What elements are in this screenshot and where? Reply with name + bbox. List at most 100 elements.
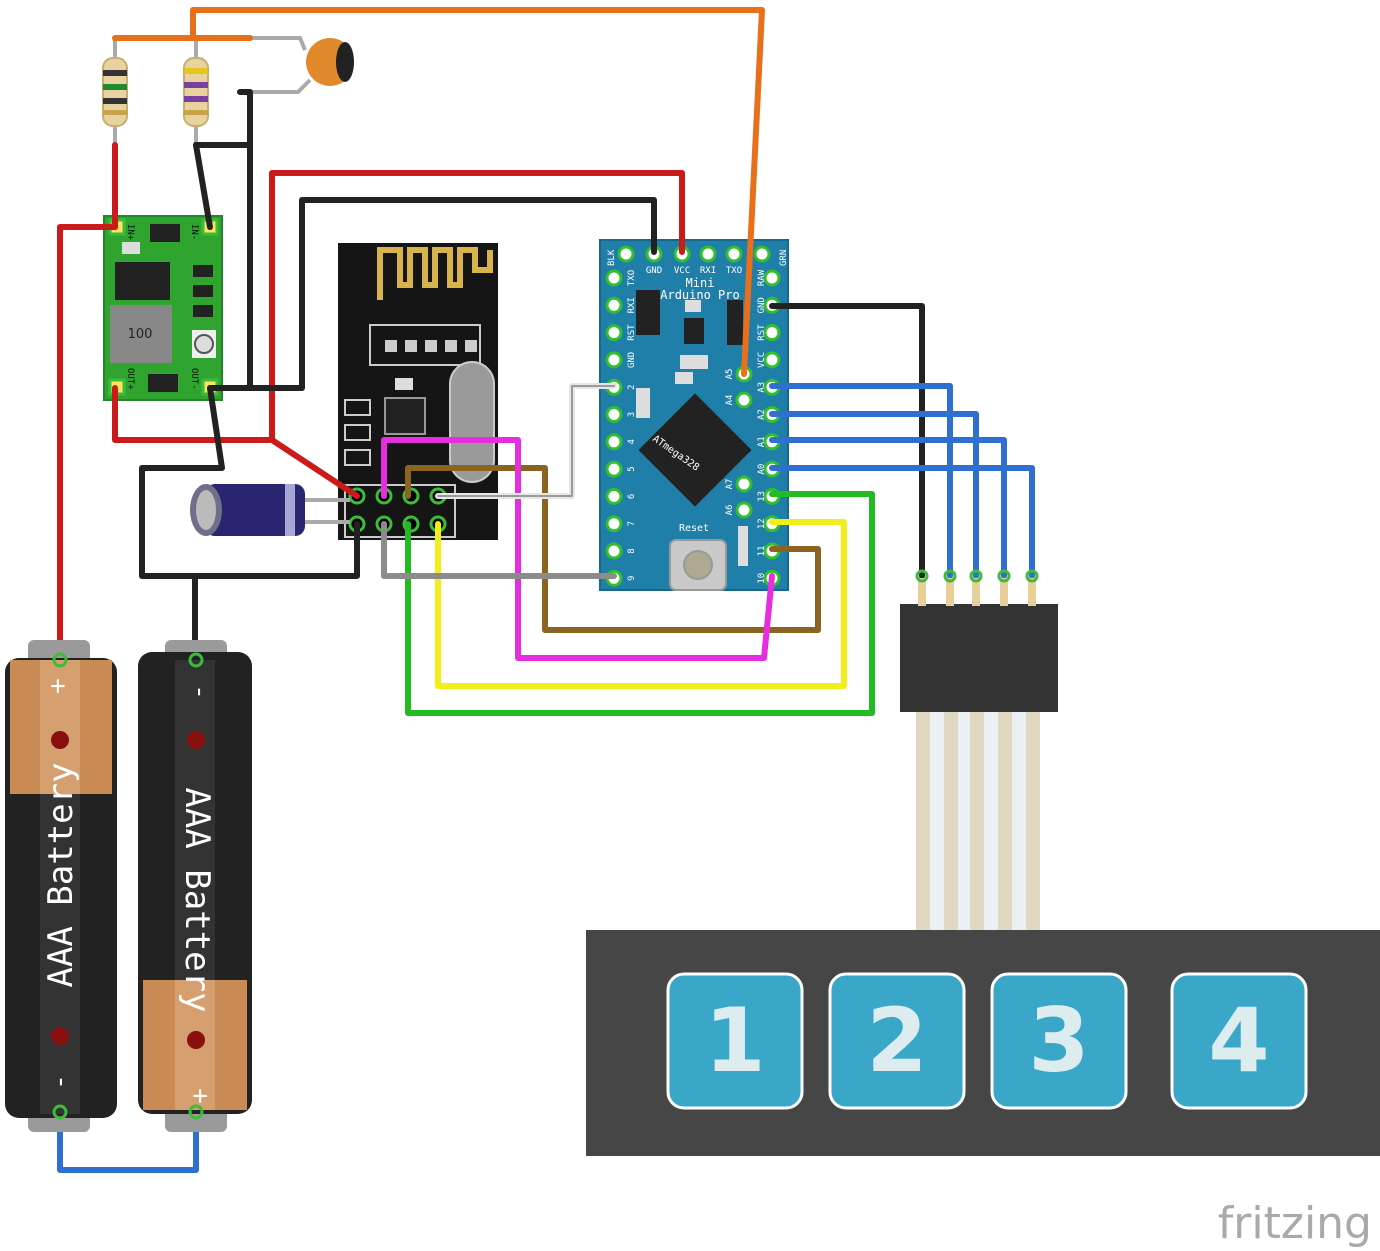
wire-brown-11 (405, 465, 821, 633)
board-name-line2: Arduino Pro (660, 288, 739, 302)
pin-hole (699, 245, 717, 263)
wire-blue-a1 (769, 437, 1007, 579)
pin-hole (605, 296, 623, 314)
pin-label: 12 (757, 518, 767, 529)
pin-label: RXI (627, 297, 637, 313)
wire-black-gnd (207, 197, 657, 391)
in-plus-label: IN+ (125, 224, 135, 241)
ceramic-capacitor (240, 36, 354, 94)
pin-hole (605, 406, 623, 423)
pin-label: A3 (757, 382, 767, 393)
pin-hole (763, 351, 781, 369)
pin-label: VCC (757, 352, 767, 368)
keypad-key-1[interactable]: 1 (666, 972, 804, 1110)
key-face[interactable] (666, 972, 804, 1110)
key-face[interactable] (1170, 972, 1308, 1110)
keypad-key-2[interactable]: 2 (828, 972, 966, 1110)
pin-label: RST (757, 324, 767, 341)
pin-label: A5 (725, 369, 735, 380)
pin-hole (735, 501, 753, 519)
wire-black-in (193, 142, 213, 230)
converter-ic (115, 262, 170, 300)
battery-1: AAA Battery + - (5, 640, 117, 1132)
pin-label: GND (627, 352, 637, 368)
wire-black-keypad (769, 303, 925, 579)
out-minus-label: OUT- (189, 368, 199, 390)
key-face[interactable] (828, 972, 966, 1110)
wire-green-13 (405, 491, 875, 716)
wire-black-nrf (139, 385, 360, 579)
keypad-connector (900, 569, 1058, 932)
pin-label: 7 (627, 521, 637, 526)
pin-label: 8 (627, 548, 637, 553)
pin-label: VCC (674, 266, 690, 276)
key-label: 4 (1208, 989, 1269, 1092)
resistor-1 (102, 38, 128, 145)
pin-hole (725, 245, 743, 263)
battery-2-label: AAA Battery (177, 787, 217, 1012)
fritzing-watermark: fritzing (1218, 1198, 1372, 1249)
buck-converter: 100 IN+ IN- OUT+ OUT- (103, 215, 223, 401)
wire-blue-a0 (769, 465, 1035, 579)
wire-black-cap (237, 89, 253, 391)
board-name-line1: Mini (686, 276, 715, 290)
battery-2: AAA Battery + - (138, 640, 252, 1132)
pin-label: TXO (627, 270, 637, 286)
pin-label: 4 (627, 439, 637, 444)
pin-label: 3 (627, 412, 637, 417)
wire-red-nrf (112, 385, 360, 499)
pin-label: 2 (627, 384, 637, 389)
pin-label: RST (627, 324, 637, 341)
pin-label: TXO (726, 266, 742, 276)
pin-hole (763, 269, 781, 287)
pin-hole (605, 351, 623, 369)
pin-hole (605, 542, 623, 560)
pin-hole (605, 460, 623, 478)
key-label: 3 (1028, 989, 1089, 1092)
pin-hole (735, 475, 753, 493)
pin-label: 5 (627, 466, 637, 471)
pin-label: RXI (700, 266, 716, 276)
wires (57, 7, 1035, 1173)
pin-hole (605, 433, 623, 451)
wire-gray-9 (381, 521, 617, 579)
crystal (449, 361, 495, 483)
wire-blue-a2 (769, 411, 979, 579)
battery-2-minus: - (185, 684, 215, 700)
pin-hole (605, 515, 623, 533)
pin-label: 13 (757, 491, 767, 502)
pin-hole (605, 487, 623, 505)
pin-hole (605, 269, 623, 287)
inductor (110, 305, 172, 363)
wire-red-vcc (269, 170, 685, 443)
key-face[interactable] (990, 972, 1128, 1110)
pin-label: GND (646, 266, 662, 276)
pin-label: RAW (757, 269, 767, 286)
pin-hole (605, 324, 623, 342)
wire-magenta-10 (381, 437, 775, 661)
resistor-2 (183, 38, 209, 145)
keypad-key-3[interactable]: 3 (990, 972, 1128, 1110)
keypad-key-4[interactable]: 4 (1170, 972, 1308, 1110)
battery-terminals (52, 652, 204, 1120)
pin-label: 11 (757, 546, 767, 557)
pin-label: A1 (757, 436, 767, 447)
battery-1-minus: - (45, 1074, 75, 1090)
wire-red-battery (57, 224, 118, 663)
pin-label: A4 (725, 395, 735, 406)
pin-label: A0 (757, 464, 767, 475)
key-label: 1 (704, 989, 765, 1092)
pin-label: GRN (779, 250, 789, 266)
in-minus-label: IN- (189, 224, 199, 240)
battery-1-label: AAA Battery (41, 762, 81, 987)
out-plus-label: OUT+ (125, 368, 135, 390)
nrf-chip (384, 397, 426, 435)
electrolytic-capacitor (190, 484, 350, 536)
wire-orange-a5 (190, 7, 765, 377)
key-label: 2 (866, 989, 927, 1092)
wire-yellow-12 (435, 519, 847, 689)
reset-label: Reset (679, 523, 709, 534)
pcb-antenna (377, 247, 493, 300)
pin-label: A6 (725, 505, 735, 516)
